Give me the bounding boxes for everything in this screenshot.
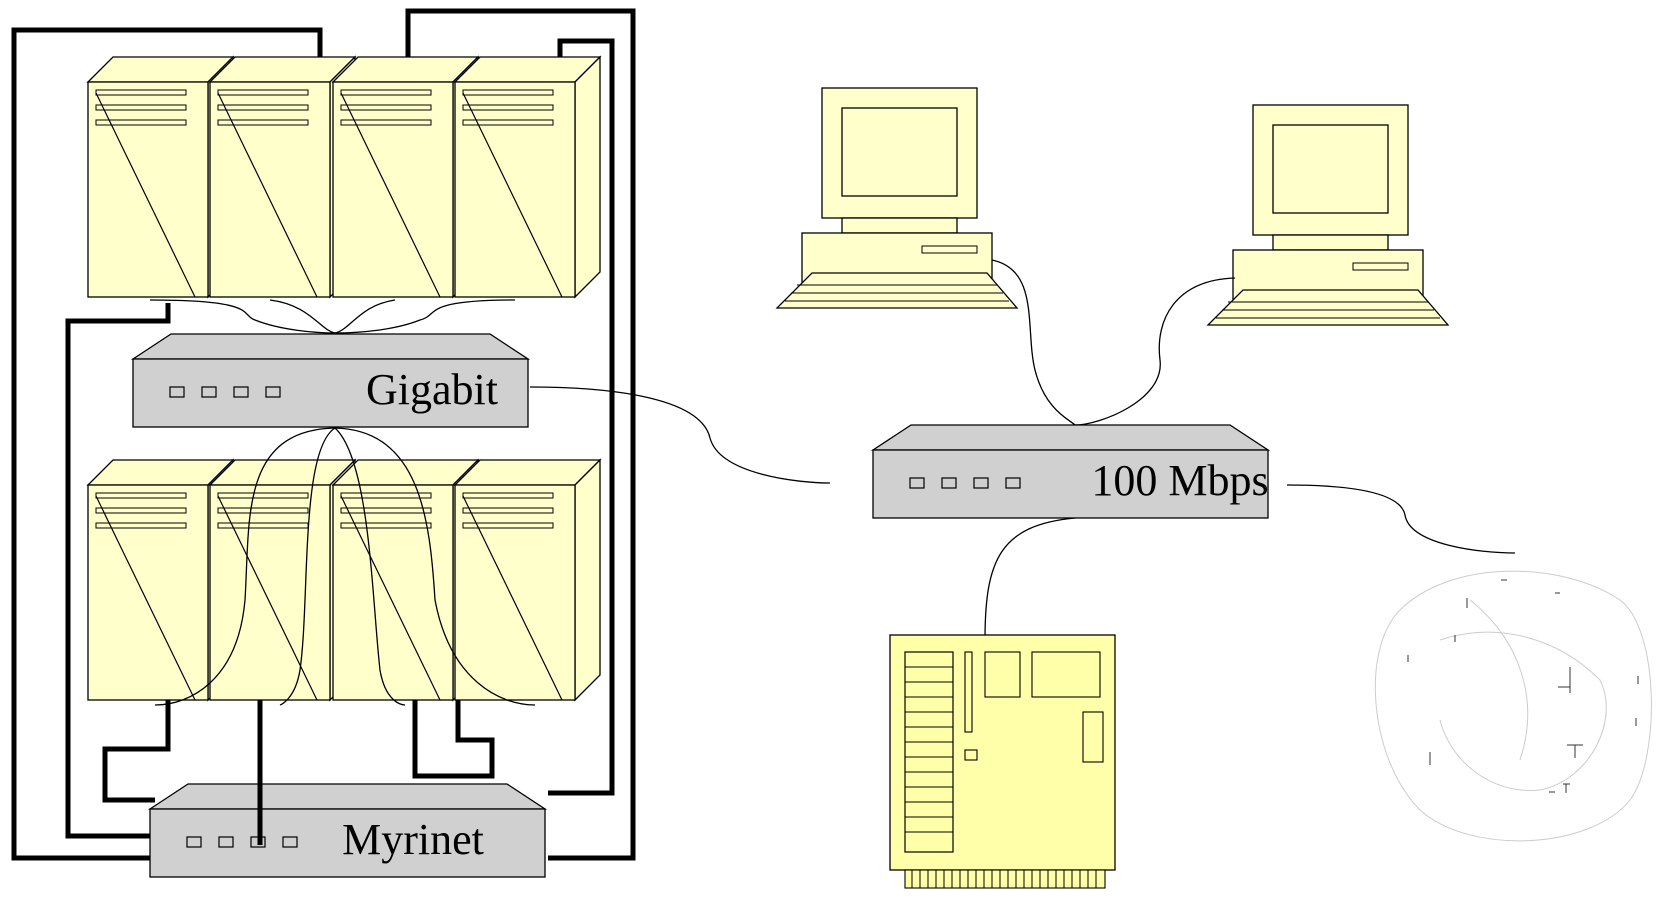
workstation-left [776, 87, 1018, 309]
gigabit-switch: Gigabit [132, 333, 529, 428]
internet-cable [1286, 484, 1516, 554]
fast-ethernet-switch: 100 Mbps [872, 424, 1269, 519]
gigabit-upper-cables [149, 299, 516, 334]
desktop-computer-icon [776, 87, 1018, 309]
gigabit-lower-cables [154, 427, 536, 706]
workstation-cables [991, 259, 1236, 426]
lower-server-rack [87, 459, 601, 701]
fast-ethernet-switch-label: 100 Mbps [1091, 456, 1268, 505]
myrinet-switch: Myrinet [149, 700, 546, 878]
desktop-computer-icon [1207, 104, 1449, 326]
globe-icon [1374, 570, 1652, 842]
circuit-board-icon [889, 634, 1116, 889]
upper-server-rack [87, 56, 601, 298]
gigabit-switch-label: Gigabit [366, 365, 498, 414]
myrinet-switch-label: Myrinet [342, 815, 484, 864]
server-tower-icon [454, 56, 601, 298]
workstation-right [1207, 104, 1449, 326]
server-tower-icon [454, 459, 601, 701]
myrinet-cabling [11, 8, 636, 861]
uplink-cable [529, 386, 831, 484]
